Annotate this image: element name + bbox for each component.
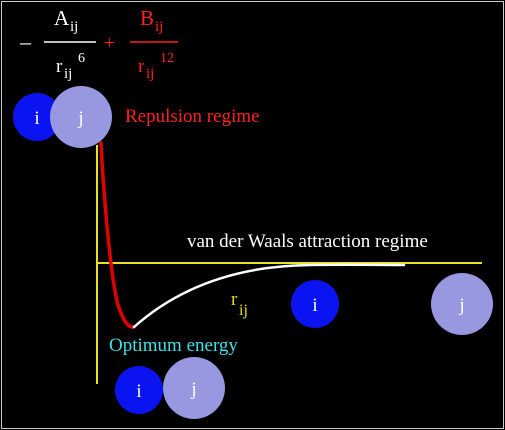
term2-denominator-letter: r — [138, 56, 145, 77]
attraction-regime-label: van der Waals attraction regime — [187, 231, 428, 252]
term2-numerator-sub: ij — [155, 19, 163, 35]
atom-i-circle — [115, 366, 163, 414]
attractive-curve — [132, 263, 406, 329]
formula-plus-sign: + — [104, 33, 115, 54]
atom-j-label: j — [77, 108, 83, 129]
atom-j-circle — [431, 273, 493, 335]
term2-denominator-sub: ij — [146, 66, 154, 82]
term1-numerator-letter: A — [54, 6, 70, 30]
potential-formula: – A ij r ij 6 + B ij r ij 12 — [19, 6, 178, 82]
distance-variable-letter: r — [231, 289, 238, 310]
optimum-energy-label: Optimum energy — [109, 335, 238, 356]
term2-numerator-letter: B — [140, 6, 154, 30]
atom-pair-separated: i j — [291, 273, 493, 335]
term1-denominator-sub: ij — [64, 66, 72, 82]
atom-i-label: i — [136, 381, 141, 402]
term2-denominator-exponent: 12 — [160, 51, 174, 66]
distance-variable-sub: ij — [239, 302, 248, 319]
atom-i-circle — [291, 280, 339, 328]
atom-i-circle — [13, 93, 61, 141]
atom-j-circle — [50, 86, 112, 148]
repulsion-regime-label: Repulsion regime — [125, 106, 260, 127]
distance-variable-label: r ij — [231, 289, 248, 319]
repulsive-curve — [99, 141, 136, 329]
atom-j-label: j — [190, 379, 196, 400]
term1-denominator-exponent: 6 — [78, 51, 85, 66]
atom-pair-repulsion: i j — [13, 86, 112, 148]
atom-i-label: i — [312, 295, 317, 316]
atom-j-label: j — [458, 295, 464, 316]
term1-denominator-letter: r — [56, 56, 63, 77]
atom-j-circle — [163, 357, 225, 419]
atom-i-label: i — [34, 108, 39, 129]
term1-numerator-sub: ij — [70, 19, 78, 35]
atom-pair-optimum: i j — [115, 357, 225, 419]
formula-minus-sign: – — [19, 29, 32, 54]
